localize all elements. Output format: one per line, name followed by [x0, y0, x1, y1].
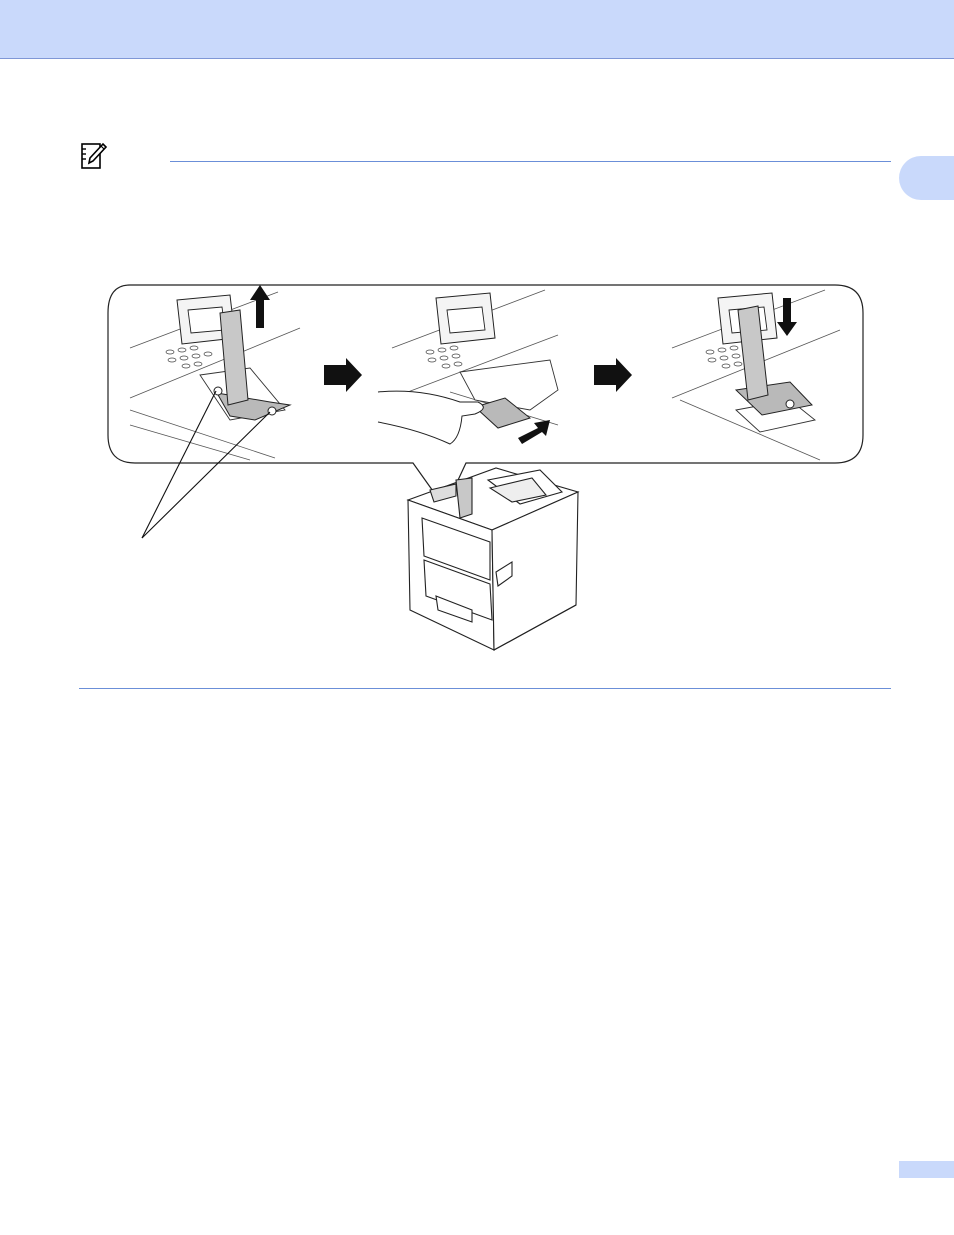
note-rule [170, 161, 891, 162]
printer [408, 468, 578, 650]
page-number-box [899, 1161, 954, 1178]
bottom-rule [79, 688, 891, 689]
note-pencil-icon [79, 141, 107, 171]
header-band [0, 0, 954, 59]
chapter-tab [899, 156, 954, 200]
printer-illustration [100, 280, 870, 660]
